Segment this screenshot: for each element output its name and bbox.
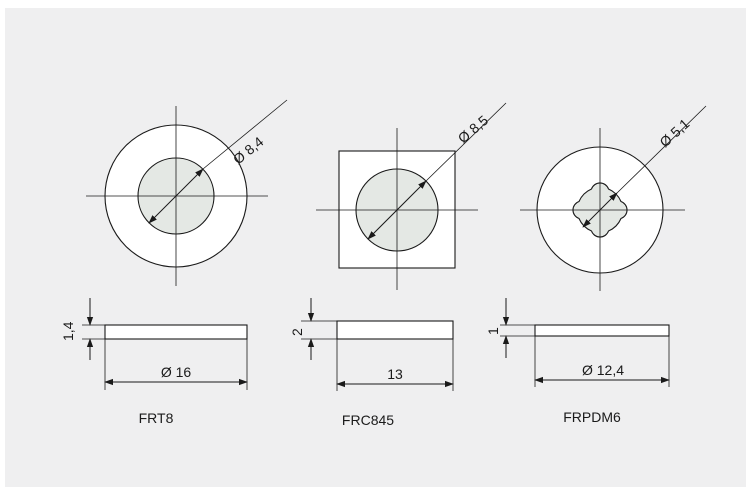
frt8-hole-diameter-line [148,168,204,224]
frpdm6-outer-dimension-label: Ø 12,4 [582,362,624,378]
frc845-hole-diameter-label: Ø 8,5 [455,112,492,146]
part-frpdm6-top-view: Ø 5,1 [520,105,707,291]
frc845-outer-dimension-label: 13 [387,366,403,382]
frc845-side-profile [336,320,454,340]
frpdm6-side-profile [534,324,670,337]
part-frc845-side-view: 2 13 FRC845 [289,298,454,428]
frpdm6-leader-line [616,105,707,194]
frpdm6-thickness-label: 1 [485,327,501,335]
frt8-leader-line [202,99,288,170]
frc845-thickness-label: 2 [289,328,305,336]
part-frpdm6-side-view: 1 Ø 12,4 FRPDM6 [485,298,670,425]
frpdm6-hole-diameter-label: Ø 5,1 [656,115,692,150]
frt8-thickness-label: 1,4 [60,321,76,341]
part-frc845-top-view: Ø 8,5 [316,102,507,290]
part-frt8-top-view: Ø 8,4 [86,99,288,286]
frt8-part-name: FRT8 [139,410,174,426]
frt8-hole-diameter-label: Ø 8,4 [230,133,267,167]
part-frt8-side-view: 1,4 Ø 16 FRT8 [60,298,248,426]
frc845-hole-diameter-line [367,180,427,240]
frc845-leader-line [425,102,507,182]
frt8-side-profile [104,324,248,340]
frpdm6-hole-diameter-line [582,192,618,228]
frc845-part-name: FRC845 [342,412,394,428]
frt8-outer-dimension-label: Ø 16 [161,364,192,380]
frpdm6-part-name: FRPDM6 [563,409,621,425]
